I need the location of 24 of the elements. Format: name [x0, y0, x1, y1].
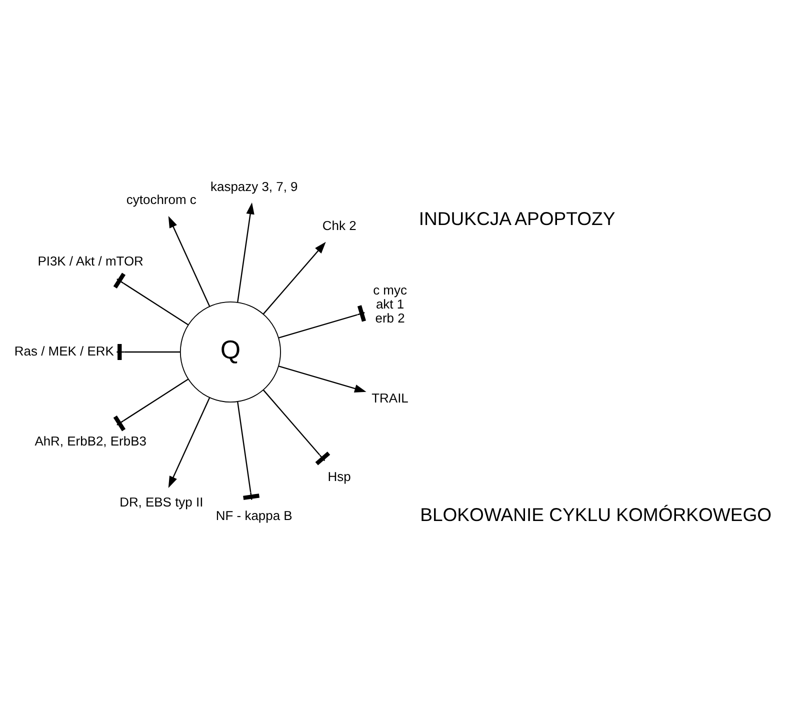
node-text: NF - kappa B	[216, 508, 292, 524]
node-text: Ras / MEK / ERK	[14, 343, 114, 358]
node-text: PI3K / Akt / mTOR	[38, 254, 144, 269]
node-text: c myc akt 1 erb 2	[373, 282, 407, 326]
node-text: AhR, ErbB2, ErbB3	[34, 433, 146, 448]
node-text: TRAIL	[372, 390, 408, 406]
node-text: Chk 2	[322, 218, 356, 233]
node-text: Hsp	[328, 469, 351, 484]
connector	[278, 305, 366, 338]
node-text: kaspazy 3, 7, 9	[210, 178, 298, 194]
connector	[113, 378, 188, 432]
node-text: DR, EBS typ II	[120, 494, 204, 510]
arrow	[237, 202, 254, 302]
node-text: cytochrom c	[126, 192, 196, 208]
arrow	[168, 398, 210, 488]
connector	[262, 390, 330, 466]
connector	[113, 272, 188, 326]
arrow	[168, 216, 210, 306]
label: INDUKCJA APOPTOZY	[418, 208, 616, 229]
node-circle: Q	[180, 301, 281, 403]
connector	[237, 402, 260, 500]
arrow	[278, 366, 366, 393]
label: BLOKOWANIE CYKLU KOMÓRKOWEGO	[420, 504, 772, 525]
arrow	[262, 242, 326, 314]
